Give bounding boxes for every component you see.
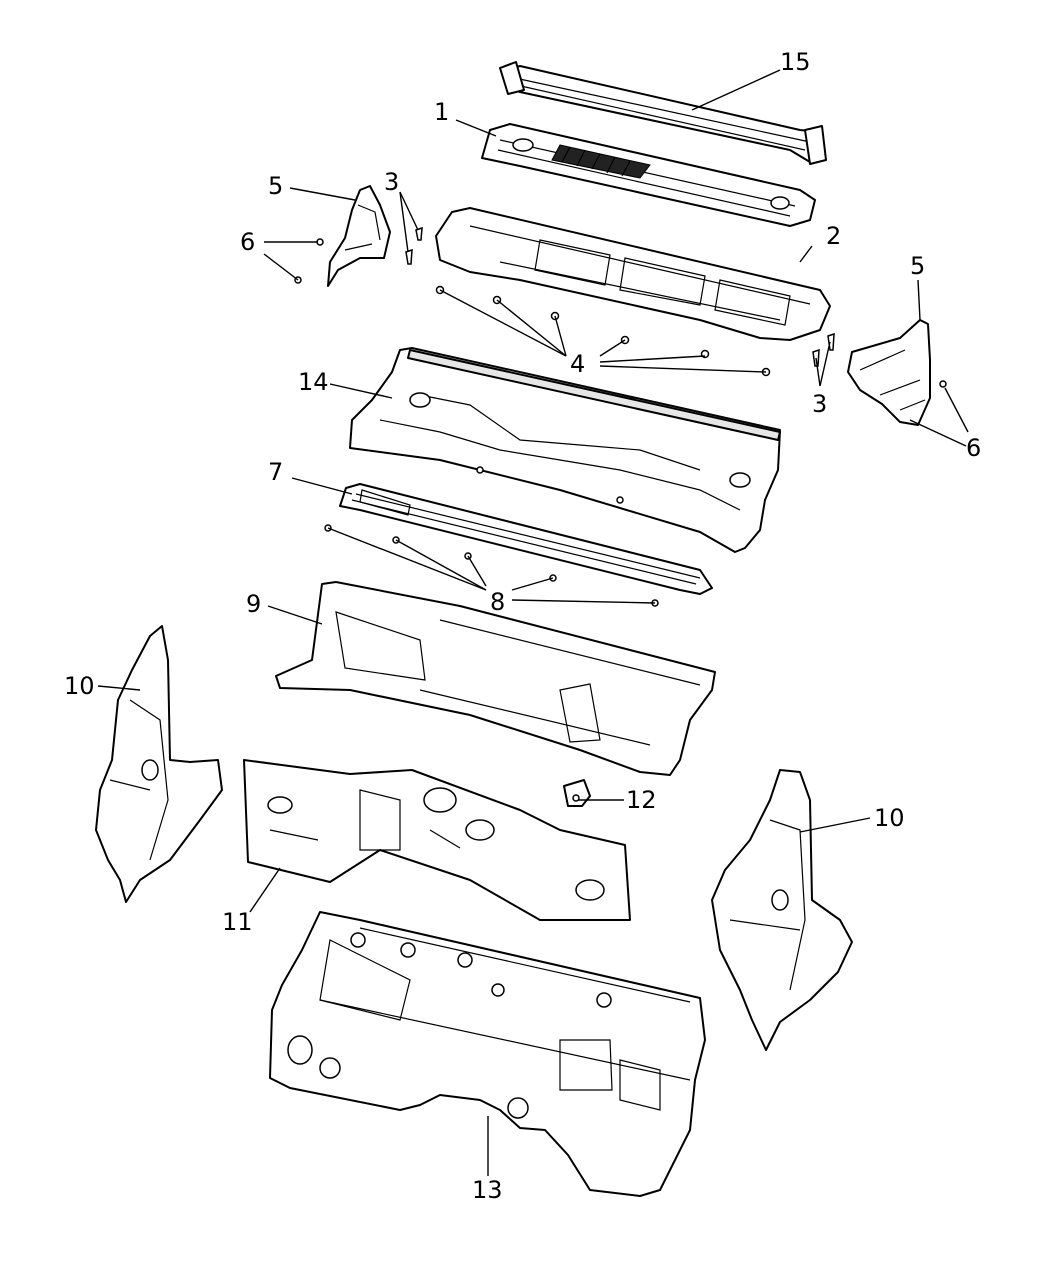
callout-9: 9 (246, 590, 261, 618)
callout-12: 12 (626, 786, 657, 814)
callout-13: 13 (472, 1176, 503, 1204)
callout-7: 7 (268, 458, 283, 486)
leader-lines (97, 69, 969, 1176)
callout-3-lower: 3 (812, 390, 827, 418)
part-13-dash-assembly (269, 911, 706, 1197)
callout-8: 8 (490, 588, 505, 616)
part-5-right-side-panel (847, 319, 931, 426)
part-7-cross-bar (339, 483, 713, 595)
callout-11: 11 (222, 908, 253, 936)
callout-5-right: 5 (910, 252, 925, 280)
callout-5-left: 5 (268, 172, 283, 200)
callout-4: 4 (570, 350, 585, 378)
callout-6-right: 6 (966, 434, 981, 462)
part-12-bracket (563, 779, 591, 807)
part-10-left-pillar (95, 625, 223, 903)
part-11-dash-silencer (243, 759, 631, 921)
callout-3-upper: 3 (384, 168, 399, 196)
callout-10-left: 10 (64, 672, 95, 700)
callout-2: 2 (826, 222, 841, 250)
callout-14: 14 (298, 368, 329, 396)
part-9-dash-lower (275, 581, 716, 776)
callout-6-left: 6 (240, 228, 255, 256)
part-5-left-side-panel (327, 185, 391, 287)
callout-15: 15 (780, 48, 811, 76)
part-1-cowl-grille (481, 123, 816, 227)
part-2-lower-cowl-panel (435, 207, 831, 341)
callout-10-right: 10 (874, 804, 905, 832)
screw-set (294, 226, 947, 607)
callout-labels: 15 1 5 3 2 6 5 4 14 3 6 7 8 9 10 12 10 1… (64, 48, 981, 1204)
part-10-right-pillar (711, 769, 853, 1051)
part-15-cowl-bar (499, 61, 827, 165)
callout-1: 1 (434, 98, 449, 126)
part-14-upper-dash-panel (349, 347, 781, 553)
